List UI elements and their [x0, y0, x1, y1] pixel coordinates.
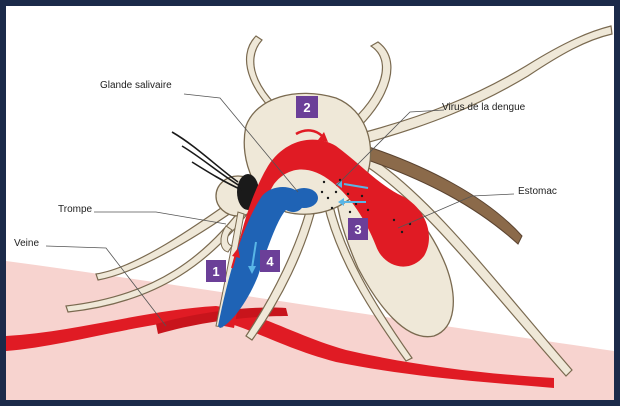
label-estomac: Estomac — [518, 186, 557, 197]
step-badge-4: 4 — [260, 250, 280, 272]
svg-text:1: 1 — [212, 264, 219, 279]
svg-text:4: 4 — [266, 254, 274, 269]
step-badge-3: 3 — [348, 218, 368, 240]
step-badge-1: 1 — [206, 260, 226, 282]
label-virus-dengue: Virus de la dengue — [442, 102, 526, 113]
mosquito-diagram: 1 2 3 4 Glande salivaire Virus de la den… — [6, 6, 614, 400]
salivary-gland — [290, 188, 318, 208]
label-veine: Veine — [14, 238, 39, 249]
svg-text:2: 2 — [303, 100, 310, 115]
step-badge-2: 2 — [296, 96, 318, 118]
antennae — [172, 132, 242, 190]
label-trompe: Trompe — [58, 204, 93, 215]
svg-text:3: 3 — [354, 222, 361, 237]
diagram-panel: 1 2 3 4 Glande salivaire Virus de la den… — [6, 6, 614, 400]
label-glande-salivaire: Glande salivaire — [100, 80, 172, 91]
